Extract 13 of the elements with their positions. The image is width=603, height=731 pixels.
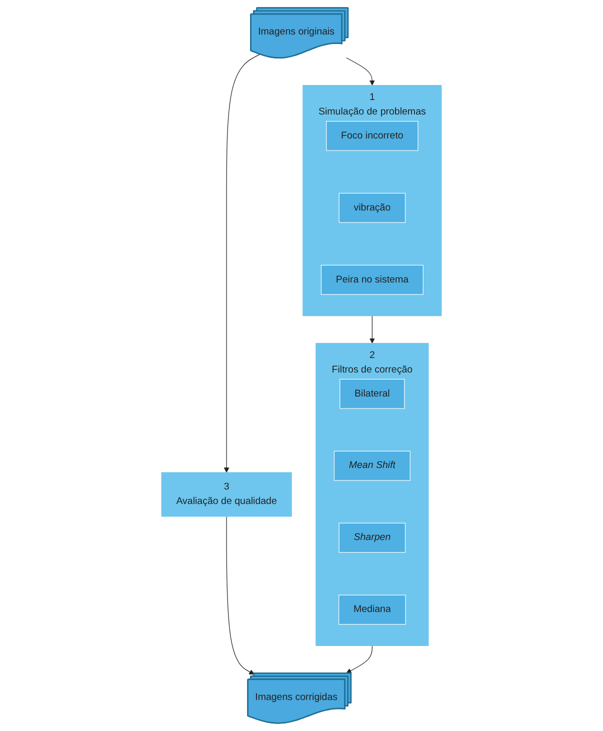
node-box: Peira no sistema (320, 264, 424, 295)
node-box: Bilateral (340, 378, 405, 409)
arrow (370, 316, 375, 344)
node-box: Mediana (338, 594, 406, 625)
arrow (224, 54, 260, 473)
node-box: Foco incorreto (326, 120, 418, 151)
arrow (346, 58, 375, 86)
node-box: 3 Avaliação de qualidade (161, 472, 292, 517)
arrow (346, 645, 372, 674)
node-box: vibração (338, 192, 406, 223)
node-box: Sharpen (338, 522, 406, 553)
node-box: Mean Shift (334, 450, 410, 481)
arrow (226, 516, 254, 674)
